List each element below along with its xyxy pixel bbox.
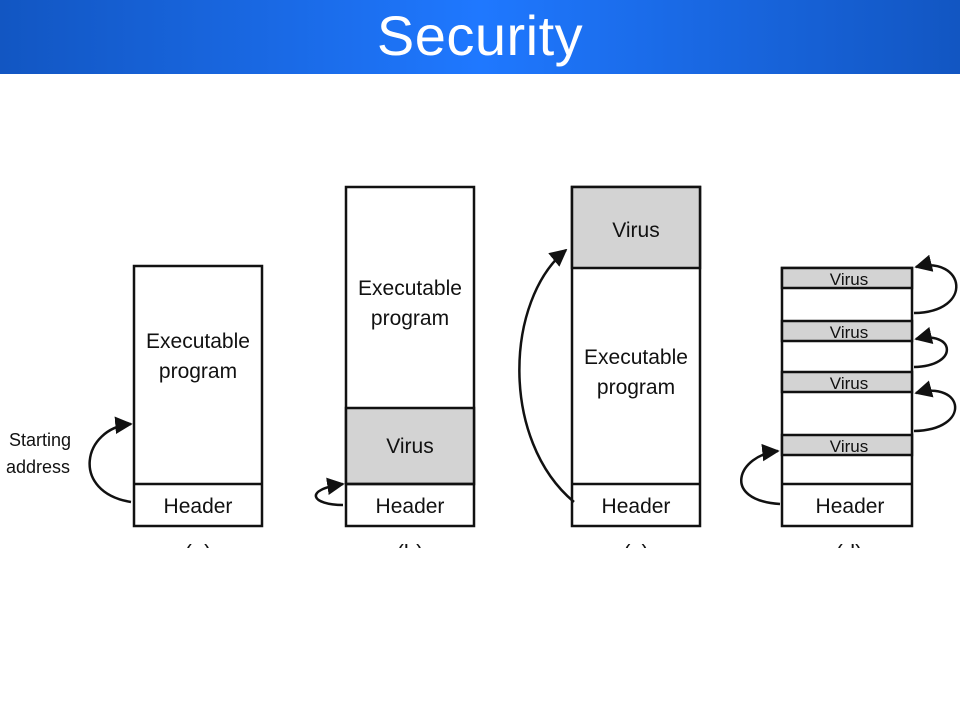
caption-b: (b) xyxy=(397,540,424,565)
panel-d-virus-label-1: Virus xyxy=(830,270,868,289)
starting-address-label-2: address xyxy=(6,457,70,477)
caption-a: (a) xyxy=(185,540,212,565)
panel-d-arrow-2 xyxy=(913,326,949,369)
panel-b: Executable program Virus Header xyxy=(314,185,476,528)
panel-d-virus-label-2: Virus xyxy=(830,323,868,342)
panel-c-virus-block xyxy=(570,185,702,270)
panel-d-arrow-3 xyxy=(913,380,957,433)
panel-a-header-label: Header xyxy=(164,495,233,518)
panel-d: Virus Virus Virus Virus Header xyxy=(740,254,958,528)
panel-d-arrow-header xyxy=(740,443,781,506)
panel-a: Executable program Header Starting addre… xyxy=(6,264,264,528)
panel-d-program-block xyxy=(780,266,914,528)
panel-d-arrow-1 xyxy=(913,254,958,315)
panel-c: Virus Executable program Header xyxy=(518,185,702,528)
panel-b-arrow xyxy=(314,477,345,507)
panel-b-program-label: program xyxy=(371,307,449,330)
panel-c-virus-label: Virus xyxy=(612,219,659,242)
panel-d-virus-block-2 xyxy=(780,319,914,343)
panel-b-virus-block xyxy=(344,406,476,486)
panel-d-header-label: Header xyxy=(816,495,885,518)
panel-c-program-label: program xyxy=(597,376,675,399)
panel-b-executable-label: Executable xyxy=(358,277,462,300)
panel-a-executable-label: Executable xyxy=(146,330,250,353)
caption-c: (c) xyxy=(623,540,649,565)
panel-d-virus-label-4: Virus xyxy=(830,437,868,456)
panel-c-header-label: Header xyxy=(602,495,671,518)
panel-a-arrow xyxy=(88,416,133,504)
panel-c-arrow xyxy=(518,248,575,503)
panel-d-virus-label-3: Virus xyxy=(830,374,868,393)
panel-a-program-label: program xyxy=(159,360,237,383)
title-bar: Security xyxy=(0,0,960,74)
panel-d-virus-block-4 xyxy=(780,433,914,457)
panel-c-executable-label: Executable xyxy=(584,346,688,369)
panel-b-header-label: Header xyxy=(376,495,445,518)
panel-d-virus-block-1 xyxy=(780,266,914,290)
panel-a-program-block xyxy=(132,264,264,528)
panel-d-virus-block-3 xyxy=(780,370,914,394)
panel-b-virus-label: Virus xyxy=(386,435,433,458)
caption-d: (d) xyxy=(836,540,863,565)
starting-address-label-1: Starting xyxy=(9,430,71,450)
captions: (a) (b) (c) (d) xyxy=(185,540,863,565)
slide-title: Security xyxy=(376,4,584,67)
